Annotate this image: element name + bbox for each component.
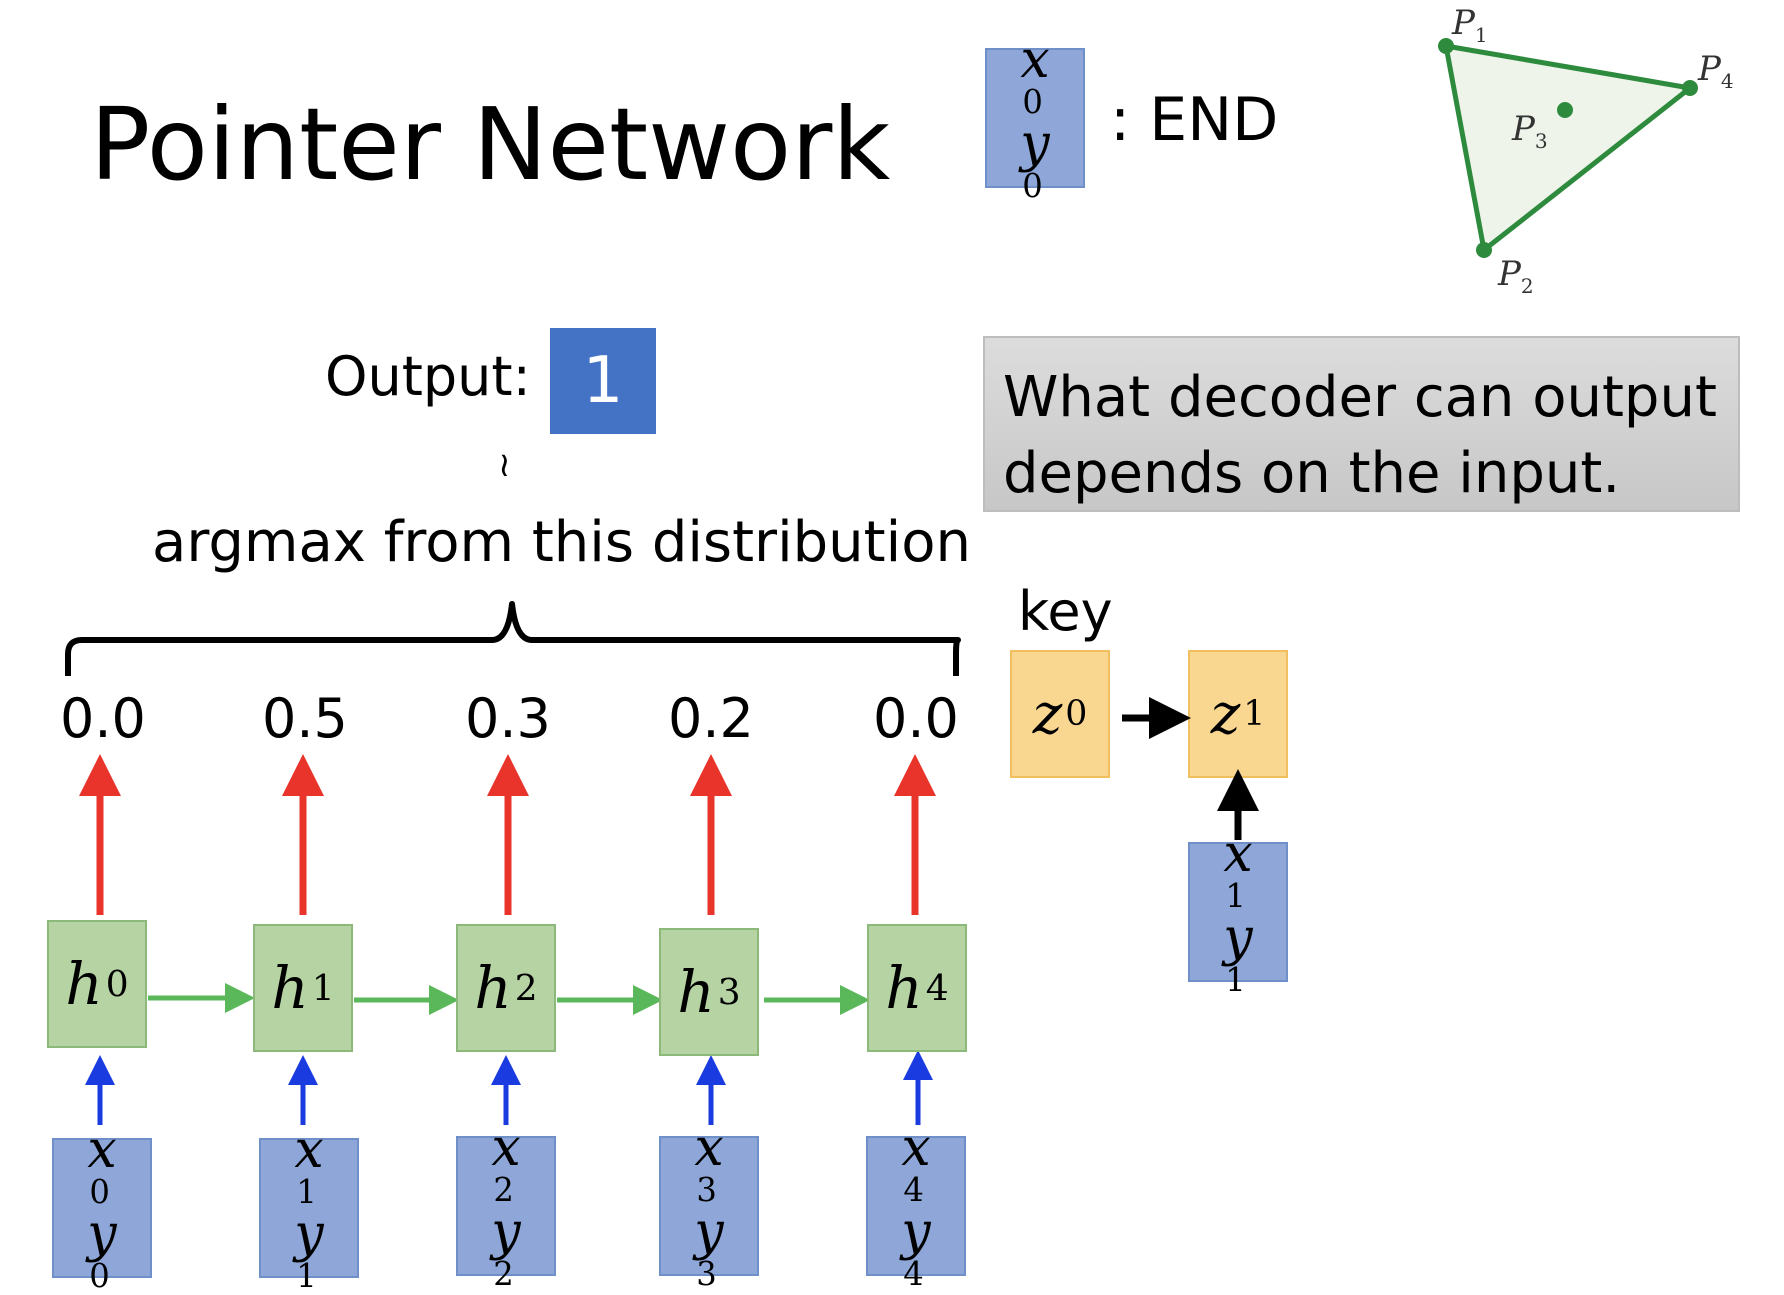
polygon-figure: P1 P4 P3 P2 xyxy=(1438,3,1734,298)
point-p4 xyxy=(1682,80,1698,96)
key-label: key xyxy=(1018,580,1113,643)
probability-1: 0.5 xyxy=(262,687,348,750)
probability-0: 0.0 xyxy=(60,687,146,750)
point-p2-label: P2 xyxy=(1497,254,1534,298)
probability-3: 0.2 xyxy=(668,687,754,750)
note-line-2: depends on the input. xyxy=(1003,440,1621,506)
end-label: : END xyxy=(1110,85,1279,155)
probability-4: 0.0 xyxy=(873,687,959,750)
point-p1 xyxy=(1438,38,1454,54)
point-p1-label: P1 xyxy=(1451,3,1488,47)
point-p3-label: P3 xyxy=(1511,109,1548,153)
encoder-arrows xyxy=(79,754,936,1125)
point-p3 xyxy=(1557,102,1573,118)
output-value-box: 1 xyxy=(550,328,656,434)
point-p4-label: P4 xyxy=(1697,49,1734,93)
argmax-label: argmax from this distribution xyxy=(152,510,971,575)
page-title: Pointer Network xyxy=(90,86,891,203)
polygon-shape xyxy=(1442,42,1696,255)
note-line-1: What decoder can output xyxy=(1003,365,1717,430)
distribution-brace xyxy=(65,601,961,676)
point-p2 xyxy=(1476,242,1492,258)
output-value: 1 xyxy=(582,344,624,418)
tilde-symbol: ≀ xyxy=(498,445,511,485)
decoder-arrows xyxy=(1122,697,1259,840)
output-label: Output: xyxy=(325,345,531,408)
note-box: What decoder can output depends on the i… xyxy=(983,336,1740,512)
probability-2: 0.3 xyxy=(465,687,551,750)
